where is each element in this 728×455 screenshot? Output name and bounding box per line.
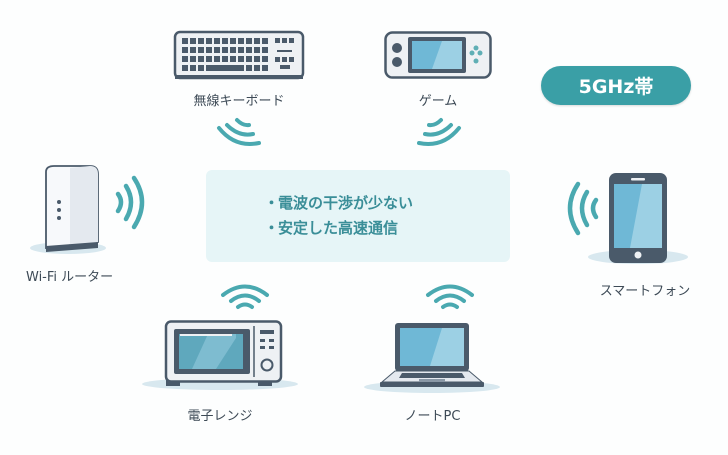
keyboard-signal-icon <box>217 118 261 146</box>
benefit-item: ・安定した高速通信 <box>264 219 399 237</box>
game-signal-icon <box>417 118 461 146</box>
keyboard-icon <box>173 30 305 80</box>
game-label: ゲーム <box>418 94 458 109</box>
smartphone-label: スマートフォン <box>599 284 691 299</box>
benefit-item: ・電波の干渉が少ない <box>264 194 414 212</box>
laptop-icon <box>364 323 500 393</box>
laptop-label: ノートPC <box>404 409 461 424</box>
router-label: Wi-Fi ルーター <box>26 270 114 285</box>
info-box: ・電波の干渉が少ない ・安定した高速通信 <box>206 170 510 262</box>
laptop-signal-icon <box>426 284 474 309</box>
router-icon <box>30 165 145 254</box>
microwave-icon <box>142 320 298 390</box>
keyboard-label: 無線キーボード <box>193 94 285 109</box>
microwave-signal-icon <box>221 284 269 309</box>
handheld-game-icon <box>384 31 492 79</box>
badge-label: 5GHz帯 <box>578 76 654 98</box>
frequency-band-badge: 5GHz帯 <box>541 66 691 105</box>
microwave-label: 電子レンジ <box>187 409 253 424</box>
smartphone-icon <box>567 173 688 264</box>
benefit-list: ・電波の干渉が少ない ・安定した高速通信 <box>264 191 413 241</box>
